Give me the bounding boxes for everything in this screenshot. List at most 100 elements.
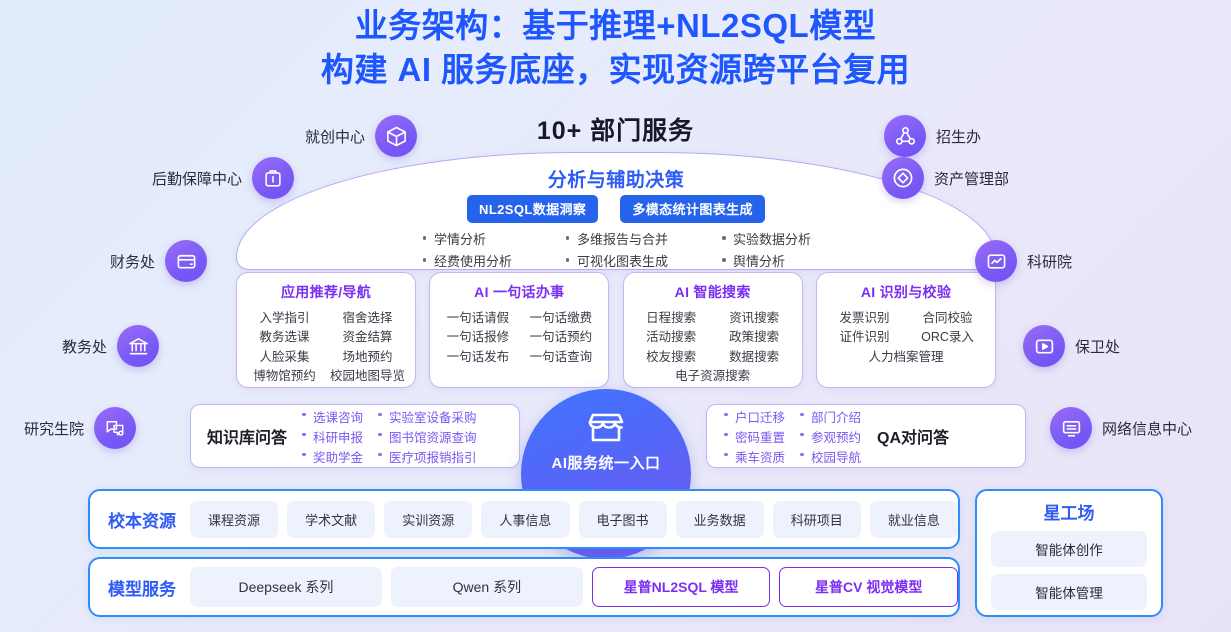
star-factory-title: 星工场 xyxy=(1043,504,1095,523)
resource-tag[interactable]: 业务数据 xyxy=(675,500,764,538)
qa-panel[interactable]: 户口迁移 密码重置 乘车资质 部门介绍 参观预约 校园导航 QA对问答 xyxy=(706,404,1026,468)
card-item: 数据搜索 xyxy=(729,349,780,364)
chat-badge-icon xyxy=(94,407,137,449)
model-tag-deepseek[interactable]: Deepseek 系列 xyxy=(190,567,382,607)
card-item: 校园地图导览 xyxy=(329,369,405,384)
card-item: 证件识别 xyxy=(839,330,890,345)
model-tag-cv[interactable]: 星普CV 视觉模型 xyxy=(779,567,958,607)
dept-label: 资产管理部 xyxy=(934,170,1010,188)
card-app-recommendation[interactable]: 应用推荐/导航 入学指引 宿舍选择 教务选课 资金结算 人脸采集 场地预约 博物… xyxy=(236,272,416,388)
card-item: 一句话发布 xyxy=(446,349,510,364)
title-line-2: 构建 AI 服务底座，实现资源跨平台复用 xyxy=(320,50,911,88)
qa-label: QA对问答 xyxy=(877,430,950,447)
qa-items: 户口迁移 密码重置 乘车资质 部门介绍 参观预约 校园导航 xyxy=(723,407,861,466)
badge-nl2sql[interactable]: NL2SQL数据洞察 xyxy=(467,195,599,223)
school-resources-panel: 校本资源 课程资源 学术文献 实训资源 人事信息 电子图书 业务数据 科研项目 … xyxy=(88,489,960,549)
badge-multimodal-chart[interactable]: 多模态统计图表生成 xyxy=(620,195,765,223)
model-services-tags: Deepseek 系列 Qwen 系列 星普NL2SQL 模型 星普CV 视觉模… xyxy=(190,567,958,607)
model-tag-nl2sql[interactable]: 星普NL2SQL 模型 xyxy=(591,567,771,607)
star-factory-item-manage[interactable]: 智能体管理 xyxy=(991,574,1147,610)
card-item: 人力档案管理 xyxy=(868,349,944,364)
resource-tag[interactable]: 电子图书 xyxy=(578,500,667,538)
dept-node-finance-office[interactable]: 财务处 xyxy=(110,240,208,282)
dept-label: 后勤保障中心 xyxy=(152,170,243,188)
card-item: 人脸采集 xyxy=(259,349,310,364)
resource-tag[interactable]: 课程资源 xyxy=(190,500,279,538)
card-recognition-verification[interactable]: AI 识别与校验 发票识别 合同校验 证件识别 ORC录入 人力档案管理 xyxy=(815,272,996,388)
department-count-heading: 10+ 部门服务 xyxy=(536,117,695,145)
dome-list-item: 学情分析 xyxy=(421,229,512,248)
dome-list-item: 实验数据分析 xyxy=(720,229,811,248)
kb-item: 科研申报 xyxy=(301,427,363,446)
card-title: AI 一句话办事 xyxy=(474,284,565,300)
card-item: 电子资源搜索 xyxy=(675,369,751,384)
resource-tag[interactable]: 科研项目 xyxy=(772,500,861,538)
dome-list-item: 可视化图表生成 xyxy=(564,251,668,270)
card-item: 资金结算 xyxy=(342,330,393,345)
school-resources-label: 校本资源 xyxy=(108,511,176,531)
card-item: 博物馆预约 xyxy=(253,369,316,384)
chart-icon xyxy=(975,240,1017,282)
resource-tag[interactable]: 实训资源 xyxy=(384,500,473,538)
play-icon xyxy=(1023,325,1065,367)
dome-feature-lists: 学情分析 经费使用分析 多维报告与合并 可视化图表生成 实验数据分析 舆情分析 xyxy=(237,229,995,270)
card-items: 发票识别 合同校验 证件识别 ORC录入 人力档案管理 xyxy=(817,309,995,367)
card-item: 一句话报修 xyxy=(446,330,510,345)
star-factory-panel: 星工场 智能体创作 智能体管理 xyxy=(975,489,1163,617)
card-item: 政策搜索 xyxy=(729,330,780,345)
title-line-1: 业务架构：基于推理+NL2SQL模型 xyxy=(354,7,877,44)
ai-service-entry-label: AI服务统一入口 xyxy=(551,455,661,472)
dept-node-academic-affairs[interactable]: 教务处 xyxy=(62,325,160,367)
card-item: 一句话请假 xyxy=(446,311,510,325)
kb-item: 奖助学金 xyxy=(301,447,363,466)
dome-title: 分析与辅助决策 xyxy=(547,170,685,191)
card-item: 日程搜索 xyxy=(646,311,697,325)
card-item: 宿舍选择 xyxy=(342,311,393,325)
dept-node-network-info-center[interactable]: 网络信息中心 xyxy=(1050,407,1192,449)
dept-label: 网络信息中心 xyxy=(1102,420,1193,438)
qa-col-1: 户口迁移 密码重置 乘车资质 xyxy=(723,407,785,466)
dept-node-logistics-center[interactable]: 后勤保障中心 xyxy=(152,157,295,199)
knowledge-base-panel[interactable]: 知识库问答 选课咨询 科研申报 奖助学金 实验室设备采购 图书馆资源查询 医疗项… xyxy=(190,404,520,468)
qa-item: 密码重置 xyxy=(723,427,785,446)
card-title: 应用推荐/导航 xyxy=(281,284,371,300)
card-smart-search[interactable]: AI 智能搜索 日程搜索 资讯搜索 活动搜索 政策搜索 校友搜索 数据搜索 电子… xyxy=(622,272,803,388)
qa-col-2: 部门介绍 参观预约 校园导航 xyxy=(799,407,861,466)
kb-col-2: 实验室设备采购 图书馆资源查询 医疗项报销指引 xyxy=(377,407,477,466)
resource-tag[interactable]: 学术文献 xyxy=(287,500,376,538)
resource-tag[interactable]: 人事信息 xyxy=(481,500,570,538)
qa-item: 参观预约 xyxy=(799,427,861,446)
dome-list-3: 实验数据分析 舆情分析 xyxy=(720,229,811,270)
card-item: 一句话缴费 xyxy=(529,311,593,325)
dept-node-employment-center[interactable]: 就创中心 xyxy=(305,115,418,157)
card-item: 资讯搜索 xyxy=(729,311,780,325)
card-title: AI 识别与校验 xyxy=(860,284,952,300)
school-resources-tags: 课程资源 学术文献 实训资源 人事信息 电子图书 业务数据 科研项目 就业信息 xyxy=(190,500,958,538)
star-factory-item-create[interactable]: 智能体创作 xyxy=(991,531,1147,567)
knowledge-base-label: 知识库问答 xyxy=(207,430,288,447)
dept-node-research-institute[interactable]: 科研院 xyxy=(975,240,1072,282)
page-title: 业务架构：基于推理+NL2SQL模型 构建 AI 服务底座，实现资源跨平台复用 xyxy=(0,4,1231,91)
dome-list-2: 多维报告与合并 可视化图表生成 xyxy=(564,229,668,270)
dept-label: 财务处 xyxy=(110,253,156,271)
model-tag-qwen[interactable]: Qwen 系列 xyxy=(390,567,583,607)
card-item: 教务选课 xyxy=(259,330,310,345)
dept-label: 招生办 xyxy=(936,128,982,146)
model-services-panel: 模型服务 Deepseek 系列 Qwen 系列 星普NL2SQL 模型 星普C… xyxy=(88,557,960,617)
model-services-label: 模型服务 xyxy=(108,579,176,599)
dome-list-item: 多维报告与合并 xyxy=(564,229,668,248)
card-item: 合同校验 xyxy=(922,311,973,325)
store-icon xyxy=(521,411,691,450)
dept-label: 保卫处 xyxy=(1075,338,1121,356)
kb-col-1: 选课咨询 科研申报 奖助学金 xyxy=(301,407,363,466)
card-items: 日程搜索 资讯搜索 活动搜索 政策搜索 校友搜索 数据搜索 电子资源搜索 xyxy=(624,309,802,387)
card-one-sentence-service[interactable]: AI 一句话办事 一句话请假 一句话缴费 一句话报修 一句话预约 一句话发布 一… xyxy=(429,272,610,388)
dept-node-security-office[interactable]: 保卫处 xyxy=(1023,325,1120,367)
monitor-icon xyxy=(1050,407,1092,449)
analysis-dome: 分析与辅助决策 NL2SQL数据洞察 多模态统计图表生成 学情分析 经费使用分析… xyxy=(236,152,996,270)
resource-tag[interactable]: 就业信息 xyxy=(869,500,958,538)
dept-node-asset-management[interactable]: 资产管理部 xyxy=(882,157,1009,199)
dept-node-admissions-office[interactable]: 招生办 xyxy=(884,115,981,157)
dept-node-graduate-school[interactable]: 研究生院 xyxy=(24,407,137,449)
